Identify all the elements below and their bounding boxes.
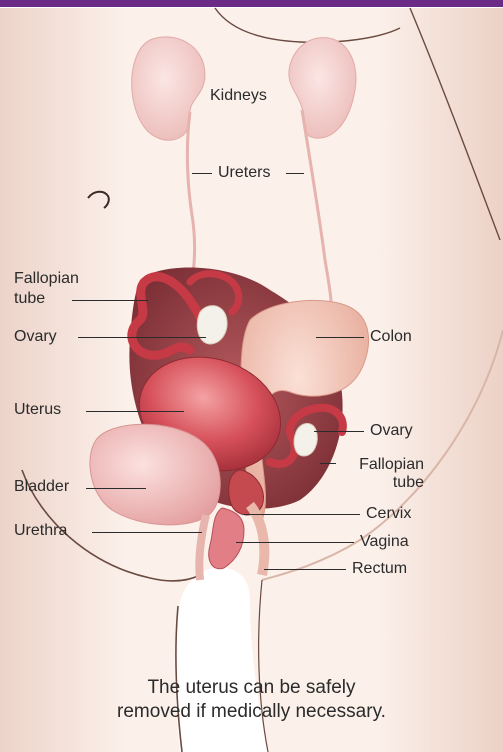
right-ovary — [294, 423, 317, 456]
top-band — [0, 0, 503, 7]
uterus-leader — [86, 411, 184, 412]
label-fallopian-tube-left-line1: Fallopian — [14, 270, 79, 288]
colon-leader — [316, 337, 364, 338]
label-bladder: Bladder — [14, 478, 69, 496]
ureters-leader-left — [192, 173, 212, 174]
label-ureters: Ureters — [218, 164, 270, 182]
label-fallopian-tube-left-line2: tube — [14, 290, 45, 308]
label-fallopian-tube-right-line2: tube — [340, 474, 424, 492]
ovary-right-leader — [314, 431, 364, 432]
label-fallopian-tube-right-line1: Fallopian — [340, 456, 424, 474]
label-ovary-right: Ovary — [370, 422, 413, 440]
caption-line-2: removed if medically necessary. — [0, 700, 503, 724]
fallopian-tube-left-leader — [72, 300, 148, 301]
rectum-leader — [264, 569, 346, 570]
label-ovary-left: Ovary — [14, 328, 57, 346]
vagina-leader — [236, 542, 354, 543]
caption: The uterus can be safely removed if medi… — [0, 676, 503, 724]
ovary-left-leader — [78, 337, 206, 338]
label-kidneys: Kidneys — [210, 87, 267, 105]
label-cervix: Cervix — [366, 505, 411, 523]
label-rectum: Rectum — [352, 560, 407, 578]
cervix-leader — [244, 514, 360, 515]
label-urethra: Urethra — [14, 522, 67, 540]
fallopian-tube-right-leader — [320, 463, 336, 464]
left-ovary — [197, 306, 227, 344]
label-vagina: Vagina — [360, 533, 409, 551]
bladder-leader — [86, 488, 146, 489]
label-colon: Colon — [370, 328, 412, 346]
urethra-leader — [92, 532, 202, 533]
caption-line-1: The uterus can be safely — [0, 676, 503, 700]
label-uterus: Uterus — [14, 401, 61, 419]
ureters-leader-right — [286, 173, 304, 174]
